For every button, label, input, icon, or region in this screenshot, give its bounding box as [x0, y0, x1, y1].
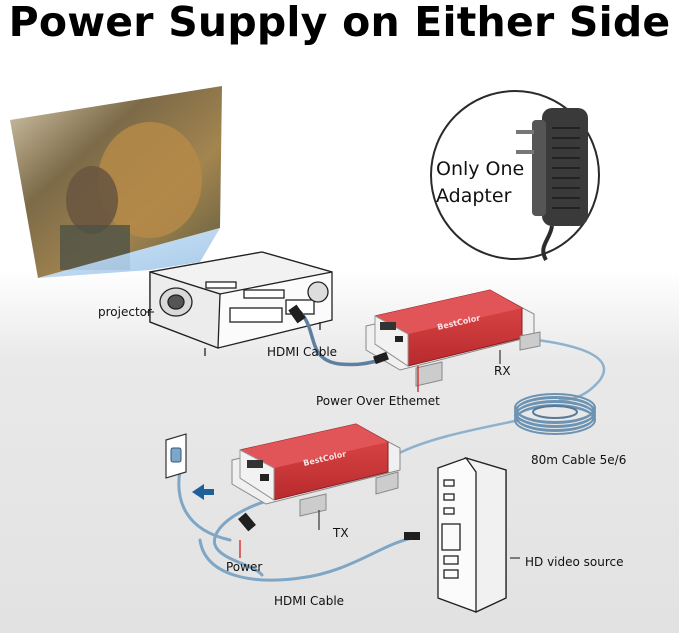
tx-device: BestColor: [231, 423, 401, 517]
adapter-callout-text: Only One Adapter: [436, 156, 524, 210]
wall-outlet: [165, 433, 187, 479]
label-hdmi-cable-bottom: HDMI Cable: [274, 594, 345, 608]
rx-device: BestColor: [365, 289, 541, 387]
label-80m-cable: 80m Cable 5e/6: [531, 453, 627, 467]
power-cable: [213, 493, 292, 577]
cable-coil: [514, 393, 596, 435]
label-rx: RX: [494, 364, 511, 378]
cables: [177, 310, 606, 582]
label-hdmi-cable-top: HDMI Cable: [267, 345, 338, 359]
label-projector: projector: [98, 305, 152, 319]
label-power: Power: [226, 560, 263, 574]
label-tx: TX: [333, 526, 349, 540]
adapter-callout: [430, 90, 600, 261]
adapter-callout-line2: Adapter: [436, 185, 512, 207]
page-title: Power Supply on Either Side: [8, 0, 671, 46]
adapter-callout-line1: Only One: [436, 158, 525, 180]
label-pointers: [146, 311, 520, 559]
wall-cable: [177, 468, 232, 542]
hdmi-cable-bottom: [198, 536, 414, 582]
connectors: [238, 304, 420, 540]
label-power-over-ethernet: Power Over Ethemet: [316, 394, 440, 408]
power-adapter-icon: [516, 108, 588, 261]
ethernet-cable-tx: [388, 418, 522, 460]
projector-device: [149, 251, 333, 356]
arrow-icon: [192, 484, 214, 500]
hd-video-source-device: [437, 456, 507, 614]
projector-beam: [38, 228, 220, 278]
hdmi-cable-top: [298, 310, 390, 367]
label-hd-video-source: HD video source: [525, 555, 624, 569]
projected-image: [10, 86, 222, 278]
